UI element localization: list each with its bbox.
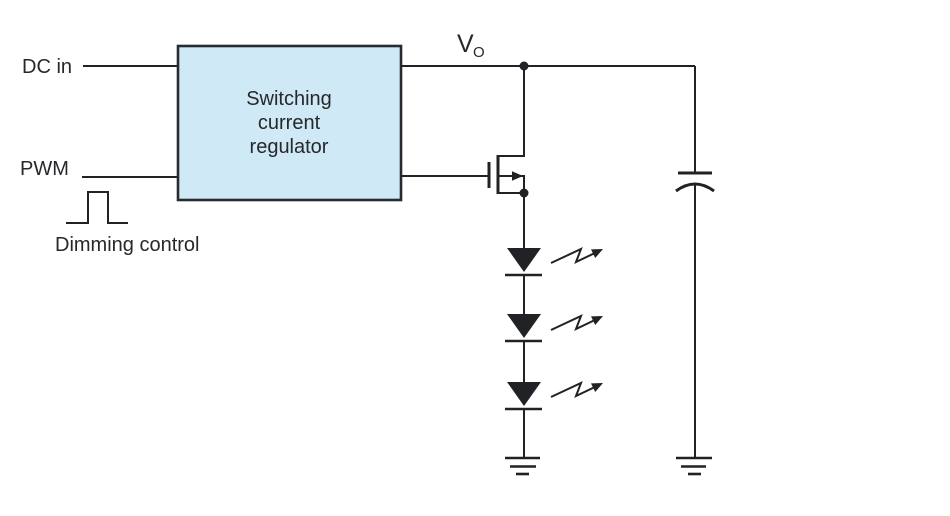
arrow-zigzag [550,381,598,398]
vout-subscript: O [473,44,485,61]
mosfet-body-wire [498,175,525,193]
vout-label: V [457,30,474,58]
dimming-control-label: Dimming control [55,234,199,256]
light-emission-arrow-icon [550,247,603,264]
led-icon [505,314,542,343]
dc-in-label: DC in [22,56,72,78]
light-emission-arrow-icon [550,314,603,331]
regulator-label-line3: regulator [250,136,329,158]
led-icon [505,382,542,411]
arrow-zigzag [550,247,598,264]
arrow-head [591,383,603,392]
mosfet-arrow [512,171,523,181]
regulator-label-line1: Switching [246,88,332,110]
mosfet-icon [487,66,529,198]
pwm-pulse-waveform-icon [66,191,128,224]
mosfet-drain-wire [498,66,525,157]
led-triangle [507,314,541,338]
arrow-head [591,316,603,325]
pwm-label: PWM [20,158,69,180]
led-icon [505,248,542,277]
switching-regulator-block: Switching current regulator [176,44,403,202]
light-emission-arrow-icon [550,381,603,398]
led-triangle [507,382,541,406]
arrow-zigzag [550,314,598,331]
capacitor-bottom-plate [675,182,715,193]
regulator-label-line2: current [258,112,321,134]
regulator-box [176,44,403,202]
ground-icon [505,456,540,476]
ground-icon [676,456,712,476]
capacitor-icon [675,171,715,193]
arrow-head [591,249,603,258]
led-triangle [507,248,541,272]
